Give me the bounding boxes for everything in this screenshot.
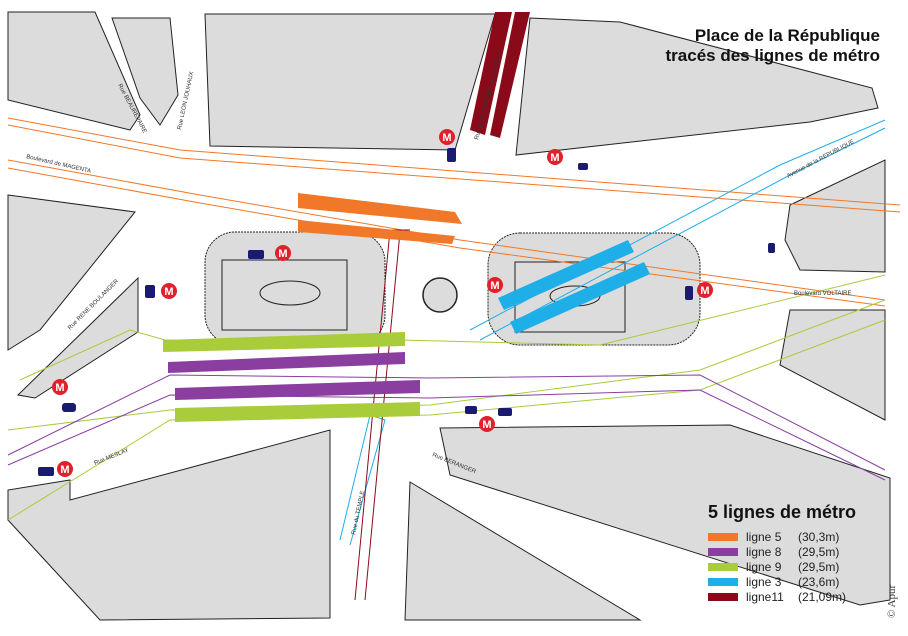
block <box>7 11 141 131</box>
block <box>111 17 179 126</box>
swatch <box>708 592 738 601</box>
svg-text:M: M <box>278 248 287 260</box>
street-label-meslay: Rue MESLAY <box>94 448 130 467</box>
copyright: © Apur <box>886 584 898 618</box>
metro-line-9 <box>163 332 420 422</box>
svg-text:M: M <box>700 285 709 297</box>
swatch <box>708 562 738 571</box>
street-label-republique: Avenue de la REPUBLIQUE <box>786 139 855 180</box>
metro-entrance-icon[interactable]: M <box>161 283 177 299</box>
legend-depth: (23,6m) <box>798 574 840 589</box>
legend: 5 lignes de métro ligne 5 (30,3m) ligne 8… <box>708 502 856 604</box>
metro-line-11 <box>470 12 530 138</box>
swatch <box>708 547 738 556</box>
metro-entrance-icon[interactable]: M <box>439 129 455 145</box>
block <box>784 159 886 273</box>
title-line-1: Place de la République <box>694 26 880 45</box>
swatch <box>708 577 738 586</box>
metro-entrance-icon[interactable]: M <box>487 277 503 293</box>
metro-entrance-icon[interactable]: M <box>697 282 713 298</box>
street-label-jouhaux: Rue LEON JOUHAUX <box>177 71 195 130</box>
block <box>515 17 879 156</box>
svg-text:M: M <box>490 280 499 292</box>
legend-item-ligne-3: ligne 3 (23,6m) <box>708 574 856 589</box>
legend-item-ligne-8: ligne 8 (29,5m) <box>708 544 856 559</box>
legend-heading: 5 lignes de métro <box>708 502 857 522</box>
statue-base <box>422 277 458 313</box>
metro-line-5 <box>298 193 462 244</box>
map-title: Place de la République tracés des lignes… <box>666 26 880 66</box>
legend-item-ligne-11: ligne11 (21,09m) <box>708 589 856 604</box>
legend-item-ligne-9: ligne 9 (29,5m) <box>708 559 856 574</box>
station-structures <box>38 148 775 476</box>
legend-depth: (29,5m) <box>798 559 840 574</box>
place-island-west <box>204 231 386 346</box>
metro-entrance-icon[interactable]: M <box>275 245 291 261</box>
block <box>779 309 886 421</box>
legend-item-ligne-5: ligne 5 (30,3m) <box>708 529 856 544</box>
legend-depth: (30,3m) <box>798 529 840 544</box>
block <box>439 424 891 606</box>
street-label-voltaire: Boulevard VOLTAIRE <box>794 291 851 297</box>
legend-label: ligne 9 <box>746 559 782 574</box>
street-label-magenta: Boulevard de MAGENTA <box>26 154 92 175</box>
svg-text:M: M <box>164 286 173 298</box>
swatch <box>708 532 738 541</box>
svg-text:M: M <box>60 464 69 476</box>
metro-entrance-icon[interactable]: M <box>57 461 73 477</box>
svg-text:M: M <box>550 152 559 164</box>
legend-label: ligne11 <box>746 589 784 604</box>
legend-depth: (21,09m) <box>798 589 847 604</box>
svg-text:M: M <box>55 382 64 394</box>
tunnel-outlines <box>7 117 901 601</box>
metro-line-3 <box>498 240 650 334</box>
city-blocks <box>7 11 891 621</box>
fountain-basin <box>259 280 321 306</box>
block <box>7 429 331 621</box>
legend-label: ligne 3 <box>746 574 782 589</box>
metro-entrances: M M M M M M M M M <box>52 129 713 477</box>
legend-label: ligne 8 <box>746 544 782 559</box>
block <box>7 194 136 351</box>
metro-entrance-icon[interactable]: M <box>547 149 563 165</box>
metro-entrance-icon[interactable]: M <box>479 416 495 432</box>
svg-text:M: M <box>482 419 491 431</box>
legend-label: ligne 5 <box>746 529 782 544</box>
block <box>204 13 496 151</box>
street-label-temple: Rue du TEMPLE <box>351 490 366 535</box>
metro-entrance-icon[interactable]: M <box>52 379 68 395</box>
title-line-2: tracés des lignes de métro <box>665 46 880 65</box>
metro-line-8 <box>168 352 420 400</box>
legend-depth: (29,5m) <box>798 544 840 559</box>
block <box>404 481 642 621</box>
svg-text:M: M <box>442 132 451 144</box>
